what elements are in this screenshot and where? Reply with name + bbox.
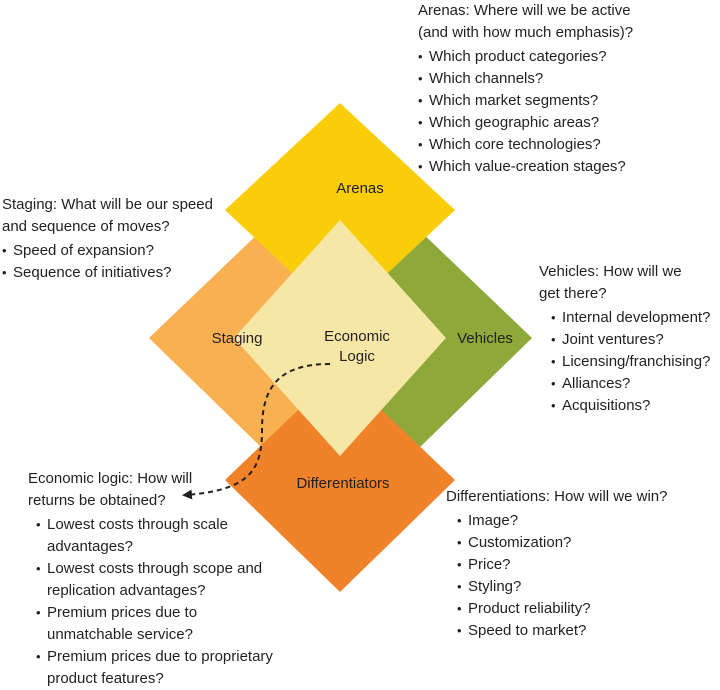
list-item: Which product categories?	[418, 46, 718, 68]
list-item: Which value-creation stages?	[418, 156, 718, 178]
list-item-line: replication advantages?	[47, 582, 206, 599]
economic-logic-heading: Economic logic: How will returns be obta…	[28, 468, 298, 512]
vehicles-description: Vehicles: How will we get there? Interna…	[539, 261, 720, 417]
list-item: Price?	[457, 554, 718, 576]
list-item-line: Lowest costs through scale	[47, 516, 228, 533]
list-item: Alliances?	[551, 373, 720, 395]
differentiators-list: Image? Customization? Price? Styling? Pr…	[457, 510, 718, 642]
economic-logic-diamond	[234, 220, 446, 456]
economic-logic-heading-line2: returns be obtained?	[28, 492, 166, 509]
economic-logic-label-line2: Logic	[339, 348, 375, 365]
vehicles-list: Internal development? Joint ventures? Li…	[551, 307, 720, 417]
list-item: Speed of expansion?	[2, 240, 242, 262]
list-item: Premium prices due to unmatchable servic…	[36, 602, 298, 646]
differentiators-heading-line: Differentiations: How will we win?	[446, 488, 668, 505]
list-item: Which core technologies?	[418, 134, 718, 156]
vehicles-heading: Vehicles: How will we get there?	[539, 261, 720, 305]
list-item-line: Premium prices due to	[47, 604, 198, 621]
staging-heading-line1: Staging: What will be our speed	[2, 196, 213, 213]
staging-list: Speed of expansion? Sequence of initiati…	[2, 240, 242, 284]
economic-logic-list: Lowest costs through scale advantages? L…	[36, 514, 298, 690]
list-item: Sequence of initiatives?	[2, 262, 242, 284]
list-item: Styling?	[457, 576, 718, 598]
list-item: Acquisitions?	[551, 395, 720, 417]
list-item: Premium prices due to proprietary produc…	[36, 646, 298, 690]
economic-logic-label-line1: Economic	[324, 328, 390, 345]
vehicles-label: Vehicles	[457, 330, 513, 347]
differentiators-label: Differentiators	[296, 475, 389, 492]
list-item: Speed to market?	[457, 620, 718, 642]
list-item-line: advantages?	[47, 538, 133, 555]
list-item-line: Lowest costs through scope and	[47, 560, 263, 577]
list-item: Which market segments?	[418, 90, 718, 112]
list-item: Lowest costs through scale advantages?	[36, 514, 298, 558]
staging-description: Staging: What will be our speed and sequ…	[2, 194, 242, 284]
list-item: Which geographic areas?	[418, 112, 718, 134]
list-item: Which channels?	[418, 68, 718, 90]
list-item: Internal development?	[551, 307, 720, 329]
list-item: Licensing/franchising?	[551, 351, 720, 373]
vehicles-heading-line2: get there?	[539, 285, 607, 302]
vehicles-heading-line1: Vehicles: How will we	[539, 263, 682, 280]
list-item-line: Premium prices due to proprietary	[47, 648, 273, 665]
arenas-diamond	[225, 103, 455, 318]
economic-logic-description: Economic logic: How will returns be obta…	[28, 468, 298, 690]
staging-label: Staging	[212, 330, 263, 347]
arenas-list: Which product categories? Which channels…	[418, 46, 718, 178]
differentiators-description: Differentiations: How will we win? Image…	[446, 486, 718, 642]
arenas-heading-line1: Arenas: Where will we be active	[418, 2, 631, 19]
strategy-diamond-diagram: Arenas Staging Vehicles Differentiators …	[149, 103, 532, 592]
economic-logic-arrow	[182, 363, 331, 500]
differentiators-heading: Differentiations: How will we win?	[446, 486, 718, 508]
economic-logic-heading-line1: Economic logic: How will	[28, 470, 193, 487]
arenas-heading: Arenas: Where will we be active (and wit…	[418, 0, 718, 44]
list-item-line: product features?	[47, 670, 164, 687]
arenas-description: Arenas: Where will we be active (and wit…	[418, 0, 718, 178]
list-item-line: unmatchable service?	[47, 626, 193, 643]
list-item: Joint ventures?	[551, 329, 720, 351]
list-item: Lowest costs through scope and replicati…	[36, 558, 298, 602]
staging-heading: Staging: What will be our speed and sequ…	[2, 194, 242, 238]
list-item: Product reliability?	[457, 598, 718, 620]
staging-heading-line2: and sequence of moves?	[2, 218, 170, 235]
list-item: Image?	[457, 510, 718, 532]
arenas-heading-line2: (and with how much emphasis)?	[418, 24, 634, 41]
list-item: Customization?	[457, 532, 718, 554]
differentiators-diamond	[225, 370, 455, 592]
arenas-label: Arenas	[336, 180, 384, 197]
